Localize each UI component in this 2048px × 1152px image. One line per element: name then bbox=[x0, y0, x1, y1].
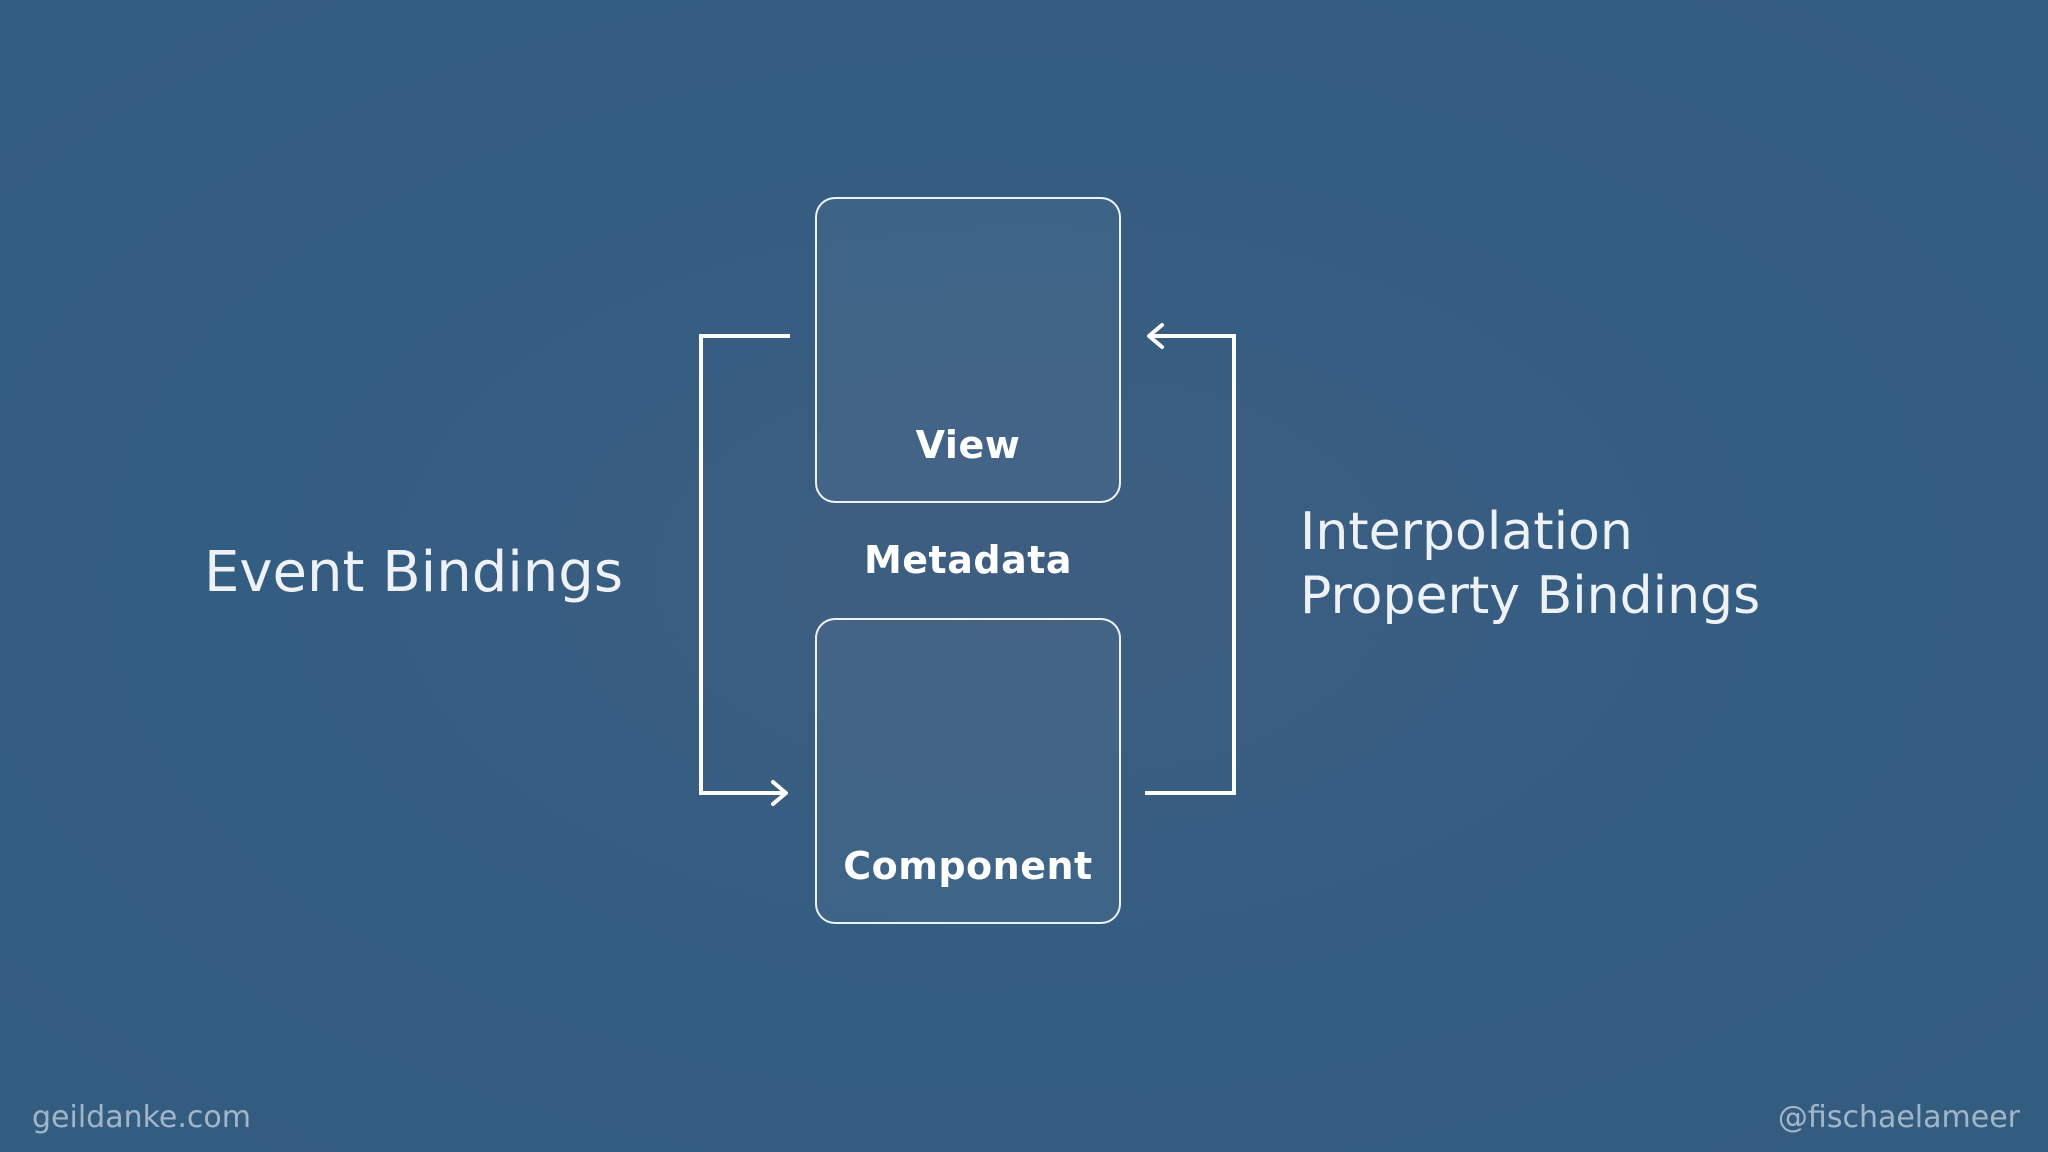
property-binding-arrow bbox=[1145, 334, 1236, 795]
component-box: Component bbox=[815, 618, 1121, 924]
view-box: View bbox=[815, 197, 1121, 503]
event-binding-arrow bbox=[699, 334, 790, 795]
footer-website: geildanke.com bbox=[32, 1100, 251, 1135]
footer-handle: @fischaelameer bbox=[1777, 1100, 2020, 1135]
metadata-label: Metadata bbox=[863, 538, 1073, 582]
right-binding-labels: Interpolation Property Bindings bbox=[1300, 500, 1760, 628]
component-label: Component bbox=[843, 844, 1093, 888]
property-binding-arrowhead bbox=[1147, 323, 1164, 349]
event-bindings-label: Event Bindings bbox=[204, 540, 624, 605]
view-label: View bbox=[915, 423, 1021, 467]
event-binding-arrowhead bbox=[771, 780, 788, 806]
interpolation-label: Interpolation bbox=[1300, 502, 1633, 562]
property-bindings-label: Property Bindings bbox=[1300, 566, 1761, 626]
